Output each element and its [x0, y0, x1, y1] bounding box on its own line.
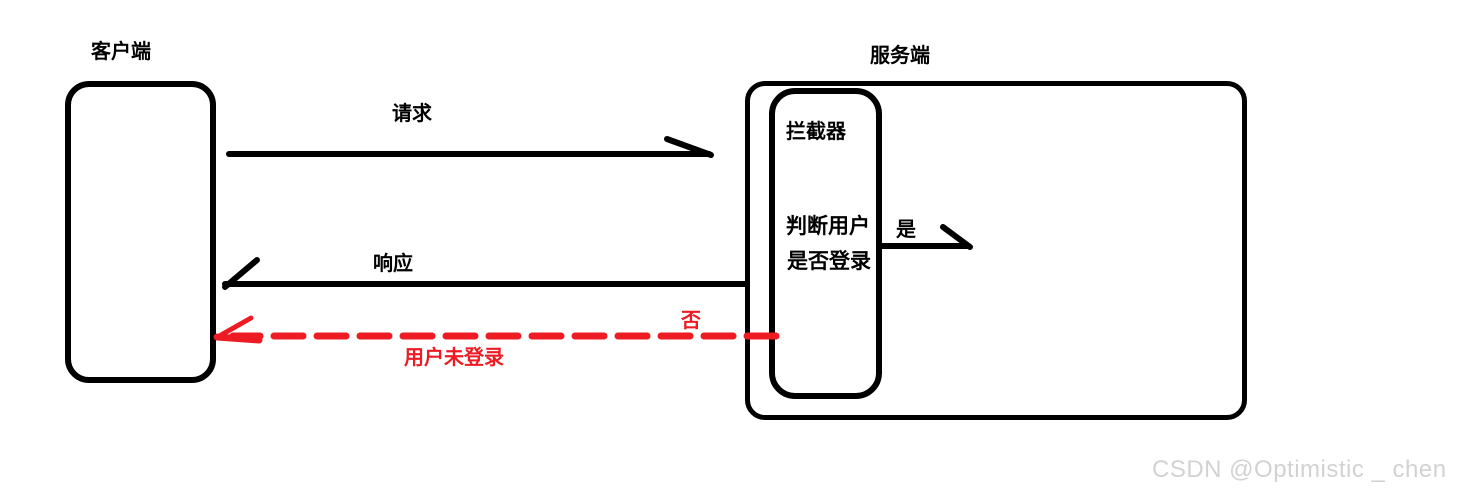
response-arrow-head — [222, 257, 260, 290]
yes-branch-label: 是 — [896, 219, 916, 241]
request-arrow-head — [664, 136, 714, 158]
server-title: 服务端 — [870, 45, 930, 67]
no-arrow-head-barb — [218, 315, 254, 338]
interceptor-body-line1: 判断用户 — [786, 215, 870, 238]
not-logged-in-label: 用户未登录 — [404, 347, 504, 369]
server-box — [745, 81, 1247, 420]
watermark-text: CSDN @Optimistic _ chen — [1152, 456, 1447, 483]
client-box — [65, 81, 216, 383]
interceptor-body-line2: 是否登录 — [787, 250, 871, 273]
interceptor-title: 拦截器 — [786, 121, 846, 143]
no-branch-label: 否 — [681, 310, 701, 332]
response-arrow-label: 响应 — [373, 253, 413, 275]
client-title: 客户端 — [91, 41, 151, 63]
request-arrow-label: 请求 — [392, 103, 432, 125]
no-arrow-head-base — [213, 333, 263, 344]
